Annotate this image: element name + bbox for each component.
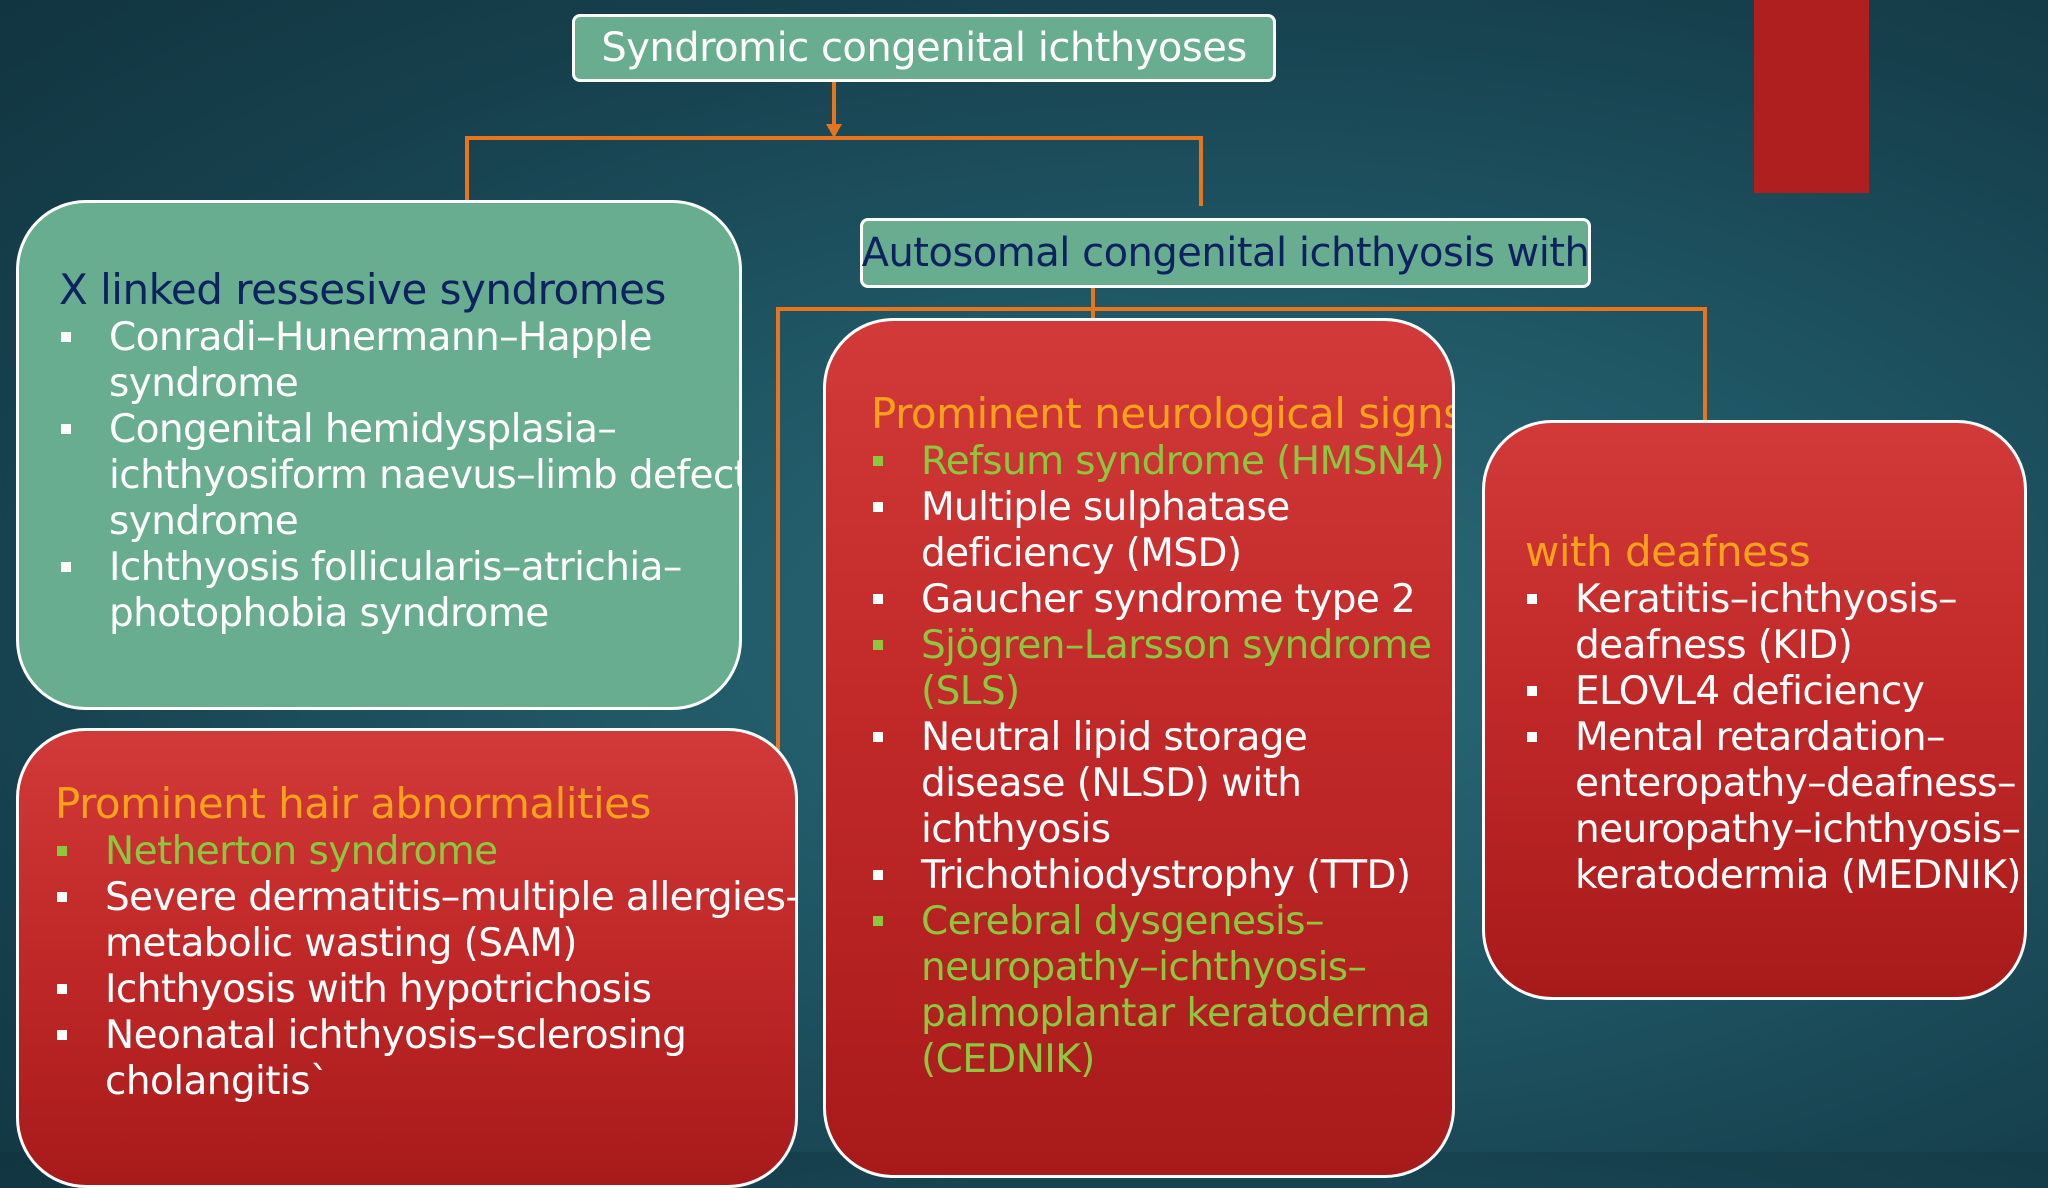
list-item: Severe dermatitis–multiple allergies– <box>55 875 795 921</box>
list-item-continued: (SLS) <box>921 669 1020 714</box>
list-item: Netherton syndrome <box>55 829 795 875</box>
list-item: Cerebral dysgenesis– <box>871 899 1452 945</box>
list-item: Ichthyosis with hypotrichosis <box>55 967 795 1013</box>
neurological-heading: Prominent neurological signs <box>871 389 1455 438</box>
list-item-continued: keratodermia (MEDNIK) <box>1575 853 2022 898</box>
list-item-continued: deafness (KID) <box>1575 623 1853 668</box>
list-item-continued: deficiency (MSD) <box>921 531 1242 576</box>
diagram-title: Syndromic congenital ichthyoses <box>601 25 1247 71</box>
deafness-list: Keratitis–ichthyosis– deafness (KID) ELO… <box>1525 577 2024 899</box>
x-linked-heading: X linked ressesive syndromes <box>59 265 666 314</box>
list-item: Trichothiodystrophy (TTD) <box>871 853 1452 899</box>
list-item-continued: cholangitis` <box>105 1059 329 1104</box>
list-item-continued: syndrome <box>109 361 299 406</box>
list-item: Refsum syndrome (HMSN4) <box>871 439 1452 485</box>
list-item: Multiple sulphatase <box>871 485 1452 531</box>
list-item: Neonatal ichthyosis–sclerosing <box>55 1013 795 1059</box>
x-linked-list: Conradi–Hunermann–Happle syndrome Congen… <box>59 315 739 637</box>
list-item: Neutral lipid storage <box>871 715 1452 761</box>
connector-lines <box>465 81 1707 750</box>
title-box: Syndromic congenital ichthyoses <box>572 14 1276 82</box>
list-item-continued: ichthyosis <box>921 807 1111 852</box>
deafness-heading: with deafness <box>1525 527 1811 576</box>
decorative-red-rectangle <box>1754 0 1869 193</box>
list-item: Congenital hemidysplasia– <box>59 407 739 453</box>
list-item: Ichthyosis follicularis–atrichia– <box>59 545 739 591</box>
deafness-panel: with deafness Keratitis–ichthyosis– deaf… <box>1482 420 2027 1000</box>
list-item-continued: metabolic wasting (SAM) <box>105 921 577 966</box>
list-item: Conradi–Hunermann–Happle <box>59 315 739 361</box>
list-item-continued: photophobia syndrome <box>109 591 549 636</box>
x-linked-panel: X linked ressesive syndromes Conradi–Hun… <box>16 200 742 710</box>
list-item-continued: palmoplantar keratoderma <box>921 991 1431 1036</box>
list-item: Gaucher syndrome type 2 <box>871 577 1452 623</box>
list-item-continued: neuropathy–ichthyosis– <box>921 945 1367 990</box>
list-item-continued: (CEDNIK) <box>921 1037 1095 1082</box>
list-item-continued: enteropathy–deafness– <box>1575 761 2017 806</box>
list-item-continued: disease (NLSD) with <box>921 761 1302 806</box>
autosomal-label: Autosomal congenital ichthyosis with <box>861 230 1590 276</box>
list-item-continued: ichthyosiform naevus–limb defect <box>109 453 742 498</box>
list-item: Sjögren–Larsson syndrome <box>871 623 1452 669</box>
hair-heading: Prominent hair abnormalities <box>55 779 651 828</box>
hair-panel: Prominent hair abnormalities Netherton s… <box>16 728 798 1188</box>
autosomal-box: Autosomal congenital ichthyosis with <box>860 218 1591 288</box>
list-item-continued: syndrome <box>109 499 299 544</box>
hair-list: Netherton syndrome Severe dermatitis–mul… <box>55 829 795 1105</box>
list-item: Mental retardation– <box>1525 715 2024 761</box>
arrow-head <box>826 124 842 138</box>
list-item-continued: neuropathy–ichthyosis– <box>1575 807 2021 852</box>
list-item: ELOVL4 deficiency <box>1525 669 2024 715</box>
list-item: Keratitis–ichthyosis– <box>1525 577 2024 623</box>
neurological-panel: Prominent neurological signs Refsum synd… <box>823 318 1455 1178</box>
neurological-list: Refsum syndrome (HMSN4) Multiple sulphat… <box>871 439 1452 1083</box>
